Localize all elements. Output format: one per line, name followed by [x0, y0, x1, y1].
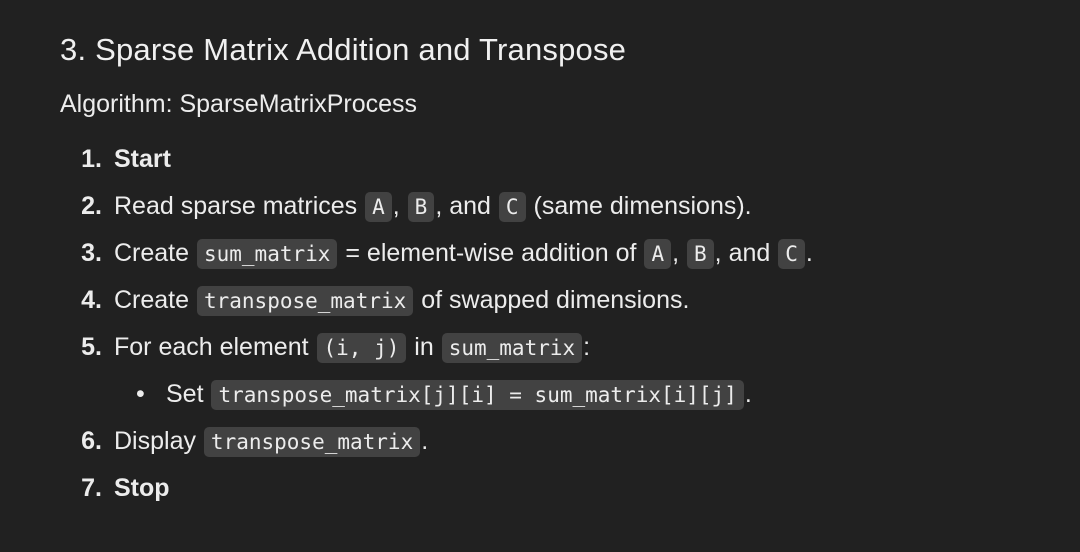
step-6: 6. Display transpose_matrix.	[60, 418, 1060, 465]
inline-code: A	[365, 192, 392, 222]
step-7: 7. Stop	[60, 465, 1060, 512]
substep-set: • Set transpose_matrix[j][i] = sum_matrix…	[60, 371, 1060, 418]
inline-code: A	[644, 239, 672, 269]
step-text: .	[744, 380, 752, 408]
step-text: For each element	[114, 333, 316, 361]
algorithm-steps-continued: 6. Display transpose_matrix. 7. Stop	[60, 418, 1060, 512]
step-text: Read sparse matrices	[114, 192, 365, 220]
bullet-marker: •	[136, 380, 145, 408]
step-text: , and	[714, 239, 778, 267]
step-text: Set	[166, 380, 211, 408]
step-text: ,	[392, 192, 407, 220]
step-text: ,	[672, 239, 687, 267]
inline-code: C	[498, 192, 526, 222]
step-text: :	[583, 333, 591, 361]
inline-code: sum_matrix	[196, 239, 338, 269]
step-number: 3.	[81, 239, 102, 267]
step-number: 2.	[81, 192, 102, 220]
step-text: in	[407, 333, 441, 361]
step-5-substeps: • Set transpose_matrix[j][i] = sum_matrix…	[60, 371, 1060, 418]
step-text: = element-wise addition of	[338, 239, 644, 267]
step-3: 3. Create sum_matrix = element-wise addit…	[60, 230, 1060, 277]
step-text: .	[805, 239, 813, 267]
step-text: , and	[435, 192, 498, 220]
algorithm-steps: 1.Start 2.Read sparse matrices A, B, and…	[60, 136, 1060, 371]
step-number: 7.	[81, 474, 102, 502]
section-heading: 3. Sparse Matrix Addition and Transpose	[60, 32, 627, 67]
step-number: 6.	[81, 427, 102, 455]
inline-code: B	[687, 239, 714, 269]
step-number: 4.	[81, 286, 102, 314]
step-text: Stop	[114, 474, 170, 502]
step-text: Create	[114, 239, 196, 267]
inline-code: transpose_matrix[j][i] = sum_matrix[i][j…	[211, 380, 744, 410]
document-content: 3. Sparse Matrix Addition and Transpose …	[60, 28, 1060, 512]
algorithm-title: Algorithm: SparseMatrixProcess	[60, 90, 418, 118]
step-text: Create	[114, 286, 196, 314]
step-1: 1. Start	[60, 136, 1060, 183]
step-number: 1.	[81, 145, 102, 173]
step-5: 5. For each element (i, j) in sum_matrix:	[60, 324, 1060, 371]
inline-code: C	[778, 239, 805, 269]
step-text: Display	[114, 427, 203, 455]
step-text: (same dimensions).	[526, 192, 752, 220]
step-text: .	[421, 427, 429, 455]
step-text: Start	[114, 145, 171, 173]
step-2: 2. Read sparse matrices A, B, and C (same…	[60, 183, 1060, 230]
step-4: 4. Create transpose_matrix of swapped dim…	[60, 277, 1060, 324]
step-number: 5.	[81, 333, 102, 361]
inline-code: B	[407, 192, 435, 222]
step-text: of swapped dimensions.	[414, 286, 690, 314]
inline-code: (i, j)	[316, 333, 407, 363]
inline-code: transpose_matrix	[196, 286, 414, 316]
inline-code: sum_matrix	[441, 333, 583, 363]
inline-code: transpose_matrix	[203, 427, 421, 457]
